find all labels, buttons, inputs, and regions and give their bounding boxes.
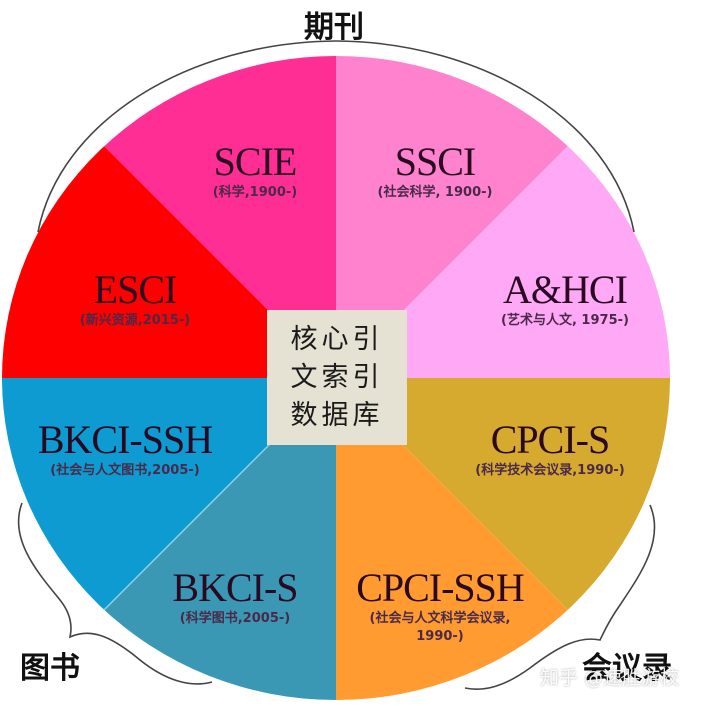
segment-subtitle: (科学图书,2005-) [179, 611, 291, 626]
center-box: 核心引文索引数据库 [267, 310, 407, 445]
label-cpci-ssh: CPCI-SSH (社会与人文科学会议录, 1990-) [330, 566, 550, 646]
label-ahci: A&HCI (艺术与人文, 1975-) [460, 268, 670, 330]
segment-subtitle: (艺术与人文, 1975-) [501, 313, 629, 328]
segment-name: A&HCI [503, 267, 628, 312]
segment-subtitle: (社会科学, 1900-) [377, 185, 493, 200]
proceedings-brace [464, 504, 656, 690]
journals-brace [37, 40, 635, 233]
label-scie: SCIE (科学,1900-) [170, 140, 340, 202]
segment-subtitle: (社会与人文图书,2005-) [50, 463, 200, 478]
books-brace [17, 502, 213, 685]
group-label-proceedings: 会议录 [582, 651, 672, 686]
label-bkci-ssh: BKCI-SSH (社会与人文图书,2005-) [15, 418, 235, 480]
segment-subtitle-line2: 1990-) [416, 629, 464, 644]
label-cpci-s: CPCI-S (科学技术会议录,1990-) [440, 418, 660, 480]
segment-name: SSCI [394, 139, 477, 184]
segment-subtitle: (新兴资源,2015-) [79, 313, 191, 328]
group-label-books: 图书 [20, 651, 80, 686]
segment-name: ESCI [93, 267, 178, 312]
segment-name: BKCI-SSH [37, 417, 213, 462]
segment-name: CPCI-SSH [356, 565, 525, 610]
label-esci: ESCI (新兴资源,2015-) [50, 268, 220, 330]
segment-name: CPCI-S [490, 417, 611, 462]
segment-subtitle: (科学技术会议录,1990-) [475, 463, 625, 478]
group-label-journals: 期刊 [304, 10, 364, 45]
watermark: 知乎 @速胜游校 [540, 667, 680, 689]
label-ssci: SSCI (社会科学, 1900-) [345, 140, 525, 202]
segment-subtitle: (社会与人文科学会议录, [369, 611, 511, 626]
center-title: 核心引文索引数据库 [290, 323, 384, 431]
segment-name: SCIE [213, 139, 298, 184]
label-bkci-s: BKCI-S (科学图书,2005-) [150, 566, 320, 628]
segment-name: BKCI-S [172, 565, 298, 610]
segment-subtitle: (科学,1900-) [212, 185, 298, 200]
